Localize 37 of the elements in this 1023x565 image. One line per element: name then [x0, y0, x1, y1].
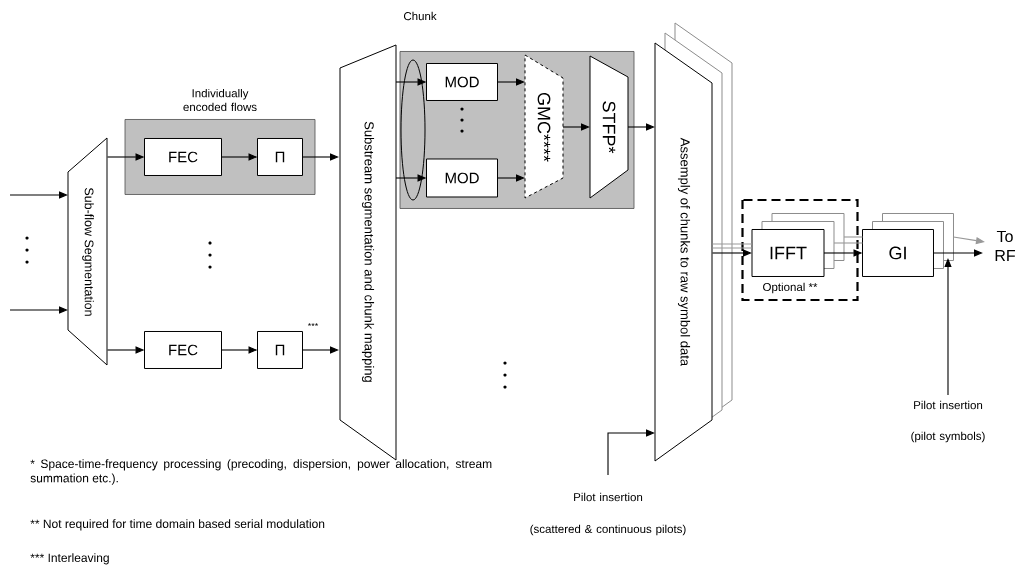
- group-heading: Chunk: [403, 11, 437, 21]
- arrow: [9, 191, 68, 199]
- process-box: Π: [257, 331, 303, 369]
- process-box: FEC: [144, 138, 222, 176]
- arrow: [627, 123, 655, 131]
- arrow: [944, 258, 952, 396]
- trapezoid-block: Substream segmentation and chunk mapping: [339, 44, 397, 461]
- process-box: FEC: [144, 331, 222, 369]
- footnote: *** Interleaving: [30, 553, 109, 565]
- group-heading: Individually encoded flows: [183, 88, 257, 112]
- footnote: * Space-time-frequency processing (precoding, dispersion, power allocation, stream summation etc.).: [30, 459, 492, 485]
- arrow: [496, 174, 525, 182]
- process-box: IFFT: [751, 213, 845, 277]
- trapezoid-block: Sub-flow Segmentation: [67, 137, 108, 366]
- process-box: MOD: [426, 63, 498, 101]
- arrow: [496, 78, 525, 86]
- text-label: To RF: [995, 230, 1015, 262]
- arrow: [932, 249, 983, 257]
- trapezoid-block: GMC****: [524, 54, 564, 199]
- arrow: [9, 306, 68, 314]
- arrow: [711, 249, 752, 257]
- footnote-mark: ***: [307, 322, 319, 327]
- process-box: MOD: [426, 158, 498, 198]
- text-label: (scattered & continuous pilots): [530, 524, 686, 536]
- group-caption: Optional **: [763, 282, 818, 294]
- arrow: [562, 123, 590, 131]
- trapezoid-block: STFP*: [589, 55, 629, 199]
- process-box: Π: [257, 138, 303, 176]
- arrow: [607, 429, 655, 476]
- text-label: (pilot symbols): [911, 431, 985, 443]
- trapezoid-block: Assemply of chunks to raw symbol data: [654, 22, 733, 462]
- text-label: Pilot insertion: [914, 400, 983, 410]
- footnote: ** Not required for time domain based serial modulation: [30, 519, 325, 531]
- text-label: Pilot insertion: [574, 492, 643, 502]
- arrow: [301, 346, 339, 354]
- arrow: [301, 153, 339, 161]
- process-box: GI: [862, 213, 954, 277]
